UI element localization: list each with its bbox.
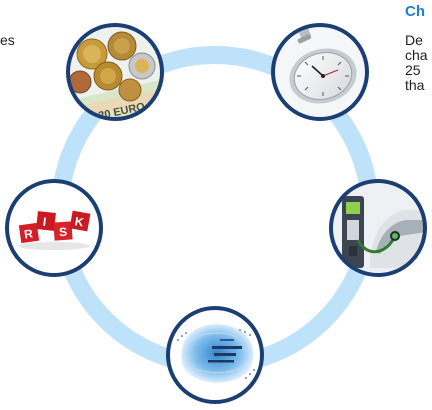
risk-letter-k: K (74, 214, 85, 229)
risk-letter-i: I (42, 215, 47, 229)
node-stopwatch[interactable] (270, 22, 370, 122)
node-data-blob[interactable] (165, 305, 265, 405)
node-euro-money[interactable]: 20 EURO (60, 20, 172, 130)
panel-line: 25 (405, 62, 421, 78)
euro-coins-icon: 20 EURO (68, 25, 162, 119)
risk-letter-r: R (23, 227, 34, 242)
risk-cubes-icon: R I S K (7, 181, 101, 275)
node-border (271, 23, 369, 121)
node-border (66, 23, 164, 121)
panel-line: tha (405, 77, 425, 93)
stopwatch-icon (273, 25, 367, 119)
left-text-fragment: es (0, 32, 15, 48)
data-cloud-icon (168, 308, 262, 402)
node-border (5, 179, 103, 277)
ev-charger-icon (331, 181, 425, 275)
panel-line: cha (405, 47, 428, 63)
panel-heading: Ch (405, 3, 425, 20)
node-risk-dice[interactable]: R I S K (5, 179, 105, 280)
panel-line: De (405, 32, 423, 48)
node-border (166, 306, 264, 404)
panel-body-text: De cha 25 tha (405, 33, 428, 93)
risk-letter-s: S (59, 225, 68, 240)
node-border (329, 179, 427, 277)
node-ev-charger[interactable] (329, 179, 430, 280)
